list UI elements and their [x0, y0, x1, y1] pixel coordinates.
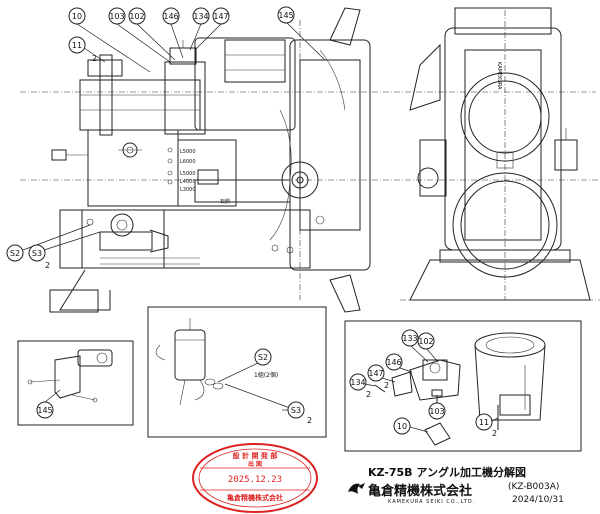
stamp-issue: 出 図: [248, 460, 262, 468]
stamp-date: 2025.12.23: [228, 475, 282, 485]
approval-stamp: 設 計 開 発 部 出 図 2025.12.23 亀倉精機株式会社: [192, 443, 318, 513]
callout-147: 147: [213, 12, 228, 21]
inset-right-11-qty: 2: [492, 429, 497, 438]
callout-134: 134: [193, 12, 208, 21]
inset-right-147-qty: 2: [384, 381, 389, 390]
inset-left: 145: [17, 340, 134, 426]
callout-s3-qty: 2: [45, 261, 50, 270]
front-view: L5000 L6000 L5000 L4000 L3000 石側: [20, 7, 600, 313]
inset-right-callout-103: 103: [429, 407, 444, 416]
inset-mid-callout-s3: S3: [291, 406, 301, 415]
panel-label-l6000: L6000: [180, 159, 196, 165]
inset-right-callout-133: 133: [402, 334, 417, 343]
drawing-date: 2024/10/31: [512, 495, 564, 505]
main-callouts: 10 103 102 146 134 147 145 11 2 S2 S3 2: [6, 6, 326, 270]
inset-right-callout-11: 11: [479, 418, 489, 427]
inset-right-134-qty: 2: [366, 390, 371, 399]
stamp-dept: 設 計 開 発 部: [233, 451, 278, 460]
panel-label-l5000a: L5000: [180, 149, 196, 155]
side-view-brand: KAMEKURA: [496, 62, 502, 90]
callout-s2: S2: [10, 249, 20, 258]
inset-left-callout-145: 145: [37, 406, 52, 415]
panel-label-l3000: L3000: [180, 187, 196, 193]
inset-right-callout-134: 134: [350, 378, 365, 387]
panel-label-l4000: L4000: [180, 179, 196, 185]
inset-right-callout-102: 102: [418, 337, 433, 346]
stamp-company: 亀倉精機株式会社: [226, 493, 283, 502]
drawing-code: (KZ-B003A): [508, 482, 560, 492]
callout-s3: S3: [32, 249, 42, 258]
callout-11-qty: 2: [92, 54, 97, 63]
inset-mid-callout-s2: S2: [258, 353, 268, 362]
drawing-title: KZ-75B アングル加工機分解図: [368, 466, 526, 479]
company-name: 亀倉精機株式会社: [368, 484, 473, 499]
inset-mid-s3-qty: 2: [307, 416, 312, 425]
title-block: KZ-75B アングル加工機分解図 亀倉精機株式会社 (KZ-B003A) KA…: [340, 462, 596, 512]
callout-11: 11: [72, 41, 82, 50]
inset-middle: S2 1組(2個) S3 2: [147, 306, 327, 438]
inset-mid-s2-note: 1組(2個): [254, 371, 278, 379]
inset-right: 133 102 146 147 2 134 2 103 10 11 2: [344, 320, 582, 452]
callout-146: 146: [163, 12, 178, 21]
callout-145: 145: [278, 11, 293, 20]
callout-102: 102: [129, 12, 144, 21]
inset-right-callout-147: 147: [368, 369, 383, 378]
company-name-en: KAMEKURA SEIKI CO.,LTD.: [388, 499, 476, 505]
panel-label-l5000b: L5000: [180, 171, 196, 177]
callout-10: 10: [72, 12, 82, 21]
inset-right-callout-146: 146: [386, 358, 401, 367]
company-logo-icon: [348, 483, 365, 494]
inset-right-callout-10: 10: [397, 422, 407, 431]
callout-103: 103: [109, 12, 124, 21]
side-view: KAMEKURA: [400, 7, 600, 301]
